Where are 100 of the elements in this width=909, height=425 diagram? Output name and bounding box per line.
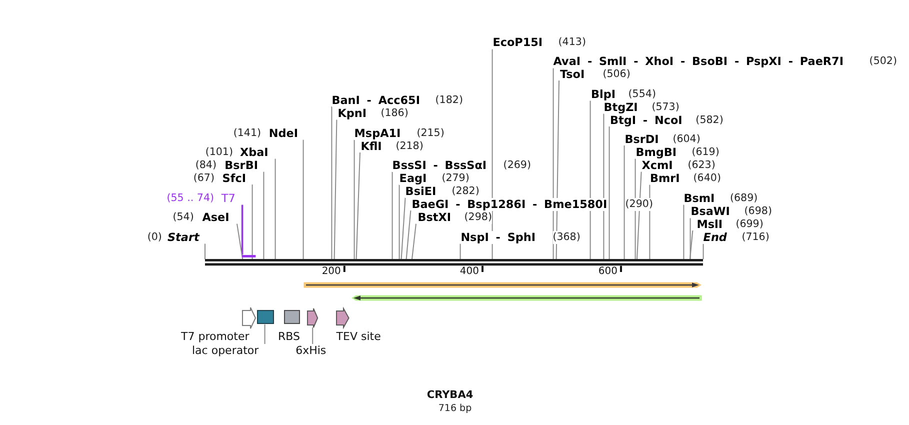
site-position: (54) [172,210,194,224]
ruler-label: 400 [460,264,479,278]
site-position: (282) [452,184,480,198]
leader-line [492,48,493,260]
enzyme-name: XcmI [642,158,673,172]
site-position: (582) [696,114,724,126]
leader-line [392,171,393,260]
leader-line [634,158,636,260]
promoter-symbol [242,306,256,328]
primer-range: (55 .. 74) [166,192,214,205]
feature-label: lac operator [192,344,266,358]
cleavage-site-symbol [336,308,349,328]
leader-line [398,184,400,260]
enzyme-name: TsoI [560,68,585,80]
enzyme-name: XbaI [240,146,268,159]
leader-line [302,139,304,260]
leader-line [608,126,610,260]
leader-line [312,327,314,344]
site-position: (698) [744,205,772,218]
site-position: (269) [503,158,531,172]
enzyme-name: AvaI - SmlI - XhoI - BsoBI - PspXI - PaeR7I [553,55,844,68]
feature-label: RBS [278,330,300,344]
leader-line [236,223,244,260]
leader-line [241,204,244,255]
site-position: (716) [742,230,770,244]
primer-name: T7 [221,192,236,205]
site-position: (215) [416,126,444,140]
enzyme-name: BstXI [418,210,452,224]
map-title: CRYBA4 [426,388,474,402]
enzyme-name: BsrBI [224,158,258,172]
feature-label: 6xHis [296,344,326,358]
enzyme-name: BmgBI [636,146,677,159]
sequence-end-label: End [703,230,727,244]
leader-line [690,230,694,260]
enzyme-name: NspI - SphI [460,230,536,244]
site-position: (279) [442,172,470,184]
site-position: (573) [652,100,680,114]
site-position: (186) [380,106,408,120]
enzyme-name: BaeGI - Bsp1286I - Bme1580I [412,198,608,210]
enzyme-name: BsmI [684,192,715,205]
leader-line [334,119,338,260]
leader-line [603,113,604,260]
sequence-length: 716 bp [438,403,472,415]
feature-label: T7 promoter [181,330,250,344]
leader-line [356,152,360,260]
enzyme-name: EcoP15I [492,36,543,50]
enzyme-name: NdeI [268,126,298,140]
site-position: (141) [233,126,262,140]
operator-box [256,310,274,324]
site-position: (619) [692,146,720,159]
enzyme-name: BssSI - BssSαI [392,158,487,172]
site-position: (218) [396,140,424,152]
leader-line [683,204,684,260]
site-position: (298) [464,210,492,224]
sequence-backbone [205,259,703,266]
enzyme-name: BtgI - NcoI [610,114,682,126]
leader-line [400,197,406,260]
ruler-label: 600 [598,264,618,278]
leader-line [252,184,253,260]
leader-line [412,223,416,260]
site-position: (368) [552,230,580,244]
site-position: (67) [193,172,214,184]
site-position: (604) [672,132,700,146]
leader-line [590,100,591,260]
site-position: (413) [558,36,586,50]
site-position: (623) [688,158,716,172]
leader-line [264,324,266,344]
leader-line [331,106,332,260]
leader-line [406,210,412,260]
rbs-box [284,310,300,324]
leader-line [460,243,461,260]
site-position: (84) [195,158,216,172]
feature-label: TEV site [336,330,381,344]
site-position: (101) [205,146,234,159]
enzyme-name: EagI [399,172,427,184]
site-position: (506) [602,68,630,80]
site-position: (0) [147,230,162,244]
enzyme-name: BsaWI [690,205,730,218]
site-position: (502) [869,55,897,68]
leader-line [263,171,264,260]
his-tag-symbol [306,308,318,328]
leader-line [690,218,691,260]
enzyme-name: KflI [360,140,382,152]
enzyme-name: BmrI [650,172,680,185]
site-position: (554) [628,88,656,101]
site-position: (689) [730,192,758,205]
primer-site-bar [242,254,256,257]
ruler-label: 200 [322,264,341,278]
enzyme-name: BtgZI [604,100,638,114]
site-position: (182) [435,94,463,106]
leader-line [552,68,554,260]
leader-line [702,243,704,260]
enzyme-name: SfcI [222,172,246,184]
site-position: (640) [693,172,721,185]
enzyme-name: BsrDI [624,132,659,146]
enzyme-name: BsiEI [405,184,436,198]
sequence-end-label: Start [167,230,200,244]
enzyme-name: AseI [202,210,230,224]
enzyme-name: KpnI [338,106,366,120]
leader-line [354,139,355,260]
